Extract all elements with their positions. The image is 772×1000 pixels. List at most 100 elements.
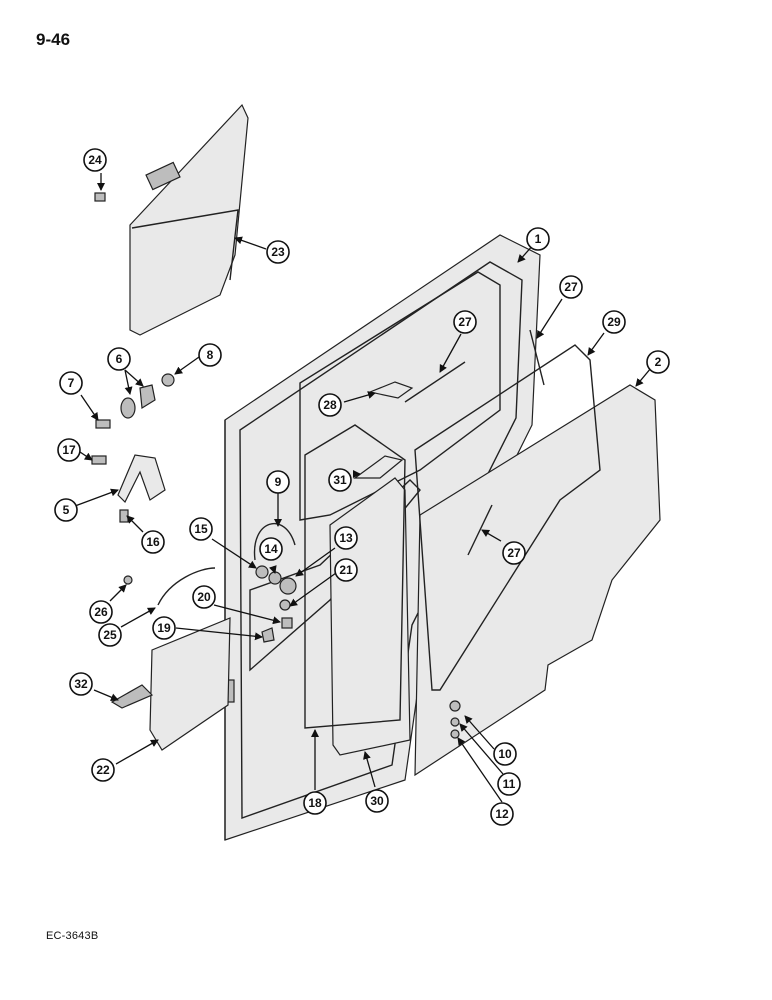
svg-text:22: 22 (96, 763, 110, 777)
svg-text:28: 28 (323, 398, 337, 412)
callout-6: 6 (107, 347, 131, 371)
callout-8: 8 (198, 343, 222, 367)
callout-15: 15 (189, 517, 213, 541)
svg-text:21: 21 (339, 563, 353, 577)
handle-9 (253, 523, 296, 561)
callout-11: 11 (497, 772, 521, 796)
panel-handle-recess (145, 161, 181, 191)
svg-text:14: 14 (264, 542, 278, 556)
callout-5: 5 (54, 498, 78, 522)
callout-25: 25 (98, 623, 122, 647)
svg-text:25: 25 (103, 628, 117, 642)
trim-panel-23 (129, 103, 249, 336)
svg-text:6: 6 (116, 352, 123, 366)
svg-text:27: 27 (458, 315, 472, 329)
glass-panel-29 (414, 344, 601, 691)
callout-19: 19 (152, 616, 176, 640)
svg-text:16: 16 (146, 535, 160, 549)
svg-text:18: 18 (308, 796, 322, 810)
svg-text:20: 20 (197, 590, 211, 604)
callout-17: 17 (57, 438, 81, 462)
screw-24 (94, 192, 106, 202)
page-number: 9-46 (36, 30, 71, 49)
svg-text:15: 15 (194, 522, 208, 536)
svg-text:24: 24 (88, 153, 102, 167)
callout-16: 16 (141, 530, 165, 554)
hinge-5 (117, 454, 166, 504)
callout-32: 32 (69, 672, 93, 696)
callout-1: 1 (526, 227, 550, 251)
bracket-6b (139, 384, 156, 410)
svg-text:27: 27 (564, 280, 578, 294)
leader-lines (74, 173, 652, 803)
svg-text:32: 32 (74, 677, 88, 691)
svg-text:12: 12 (495, 807, 509, 821)
callout-20: 20 (192, 585, 216, 609)
callout-27c: 27 (502, 541, 526, 565)
svg-text:23: 23 (271, 245, 285, 259)
bracket-6a (120, 397, 136, 419)
callout-24: 24 (83, 148, 107, 172)
svg-text:17: 17 (62, 443, 76, 457)
svg-text:19: 19 (157, 621, 171, 635)
latch-31 (353, 455, 404, 479)
callout-9: 9 (266, 470, 290, 494)
callout-22: 22 (91, 758, 115, 782)
window-seal-18 (304, 424, 406, 729)
callout-30: 30 (365, 789, 389, 813)
clip-20 (281, 617, 293, 629)
bushing-13 (279, 577, 297, 595)
callout-31: 31 (328, 468, 352, 492)
callout-27b: 27 (453, 310, 477, 334)
plug-32 (110, 684, 154, 709)
glass-panel-30 (329, 477, 411, 756)
svg-text:5: 5 (63, 503, 70, 517)
nut-8 (161, 373, 175, 387)
svg-text:1: 1 (535, 232, 542, 246)
pull-handle-25 (157, 567, 216, 606)
washer-14 (268, 571, 282, 585)
callouts: 1 2 5 6 7 8 9 10 11 12 13 14 15 16 17 18… (54, 148, 670, 826)
callout-29: 29 (602, 310, 626, 334)
callout-21: 21 (334, 558, 358, 582)
clip-19 (261, 627, 275, 643)
callout-2: 2 (646, 350, 670, 374)
nut-12 (450, 729, 460, 739)
callout-26: 26 (89, 600, 113, 624)
strip-27-c (467, 504, 493, 556)
strip-27-b (404, 361, 466, 403)
strip-27-a (529, 329, 545, 386)
callout-23: 23 (266, 240, 290, 264)
callout-27a: 27 (559, 275, 583, 299)
callout-7: 7 (59, 371, 83, 395)
svg-text:26: 26 (94, 605, 108, 619)
callout-12: 12 (490, 802, 514, 826)
svg-text:31: 31 (333, 473, 347, 487)
svg-text:2: 2 (655, 355, 662, 369)
svg-text:11: 11 (503, 777, 516, 791)
bolt-17 (91, 455, 107, 465)
spring-16 (119, 509, 129, 523)
bolt-7 (95, 419, 111, 429)
washer-15 (255, 565, 269, 579)
callout-18: 18 (303, 791, 327, 815)
latch-28 (367, 381, 414, 399)
svg-text:30: 30 (370, 794, 384, 808)
washer-11 (450, 717, 460, 727)
callout-14: 14 (259, 537, 283, 561)
svg-text:9: 9 (275, 475, 282, 489)
stud-10 (449, 700, 461, 712)
callout-13: 13 (334, 526, 358, 550)
figure-code: EC-3643B (46, 930, 99, 942)
svg-text:27: 27 (507, 546, 521, 560)
callout-10: 10 (493, 742, 517, 766)
screw-21 (279, 599, 291, 611)
svg-text:13: 13 (339, 531, 353, 545)
screw-26 (123, 575, 133, 585)
svg-text:8: 8 (207, 348, 214, 362)
svg-text:10: 10 (498, 747, 512, 761)
svg-text:29: 29 (607, 315, 621, 329)
armrest-22 (149, 617, 231, 751)
callout-28: 28 (318, 393, 342, 417)
